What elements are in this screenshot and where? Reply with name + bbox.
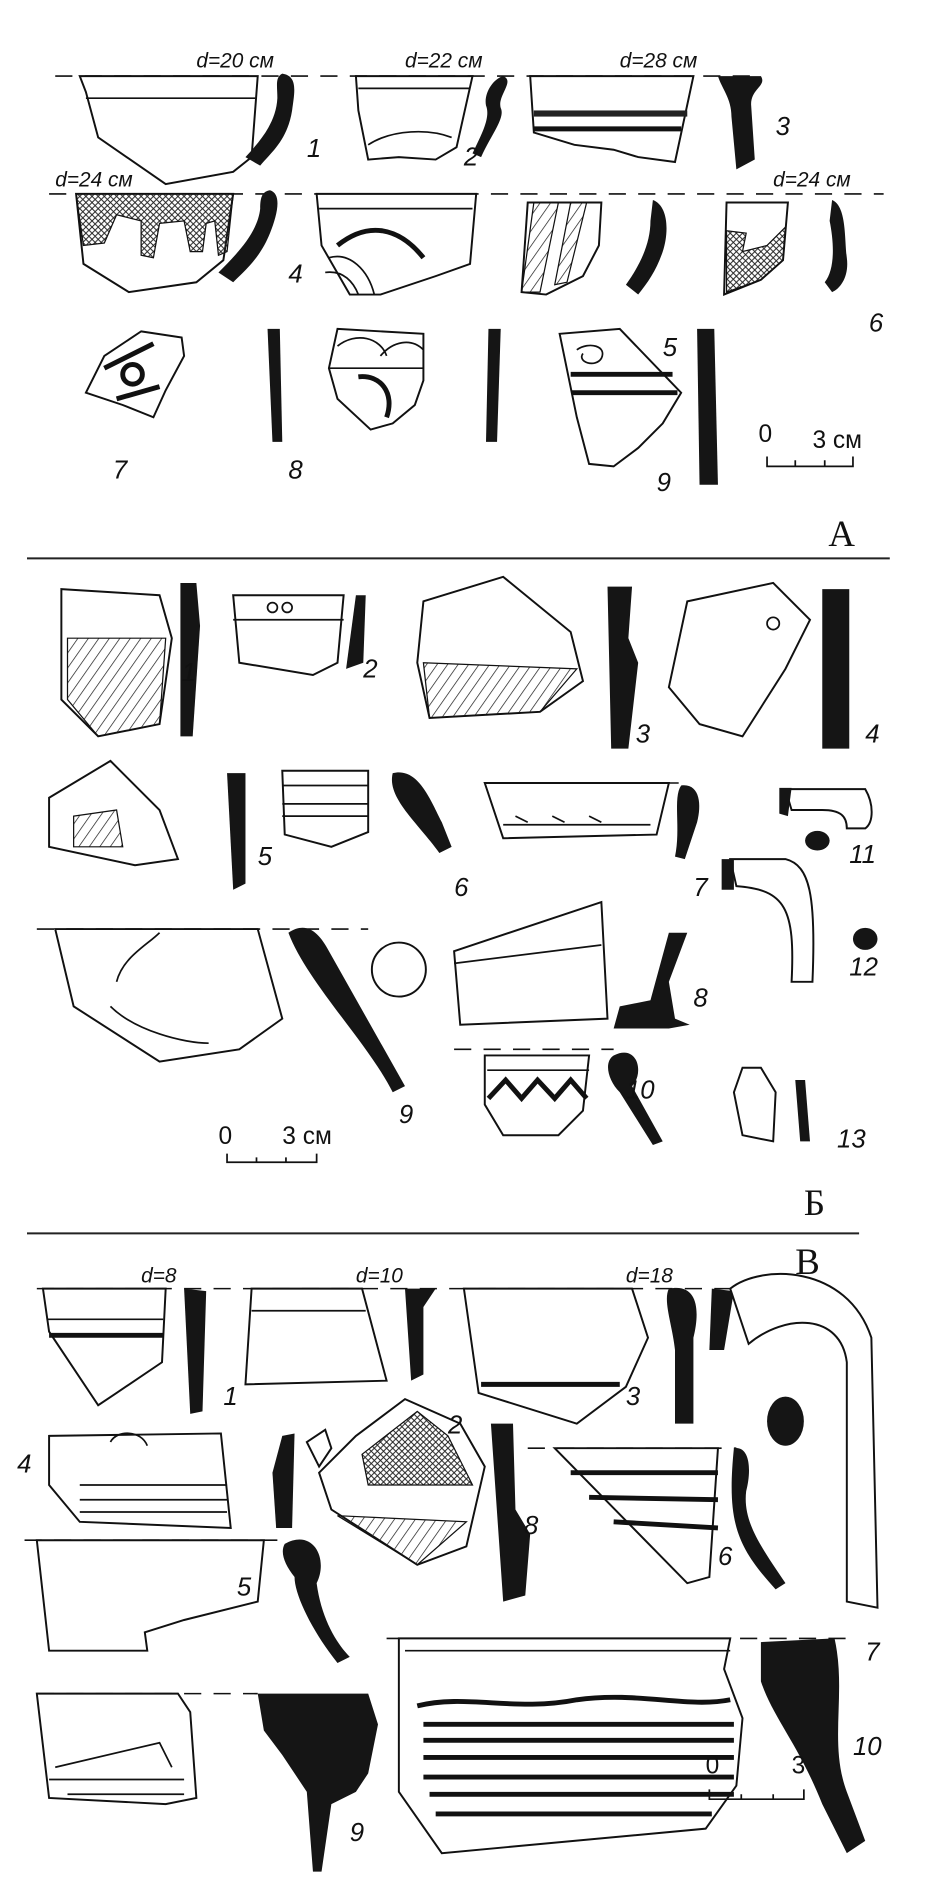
- scale-bar: 0 3 см: [218, 1123, 332, 1164]
- figure-number: 7: [865, 1639, 881, 1667]
- figure-number: 3: [636, 721, 651, 749]
- sherd-a5-bowl: [315, 192, 478, 296]
- figure-number: 3: [776, 113, 791, 141]
- diameter-label: d=8: [141, 1265, 177, 1288]
- scale-zero: 0: [758, 421, 772, 448]
- diameter-label: d=24 см: [773, 169, 851, 192]
- figure-number: 6: [869, 309, 884, 337]
- figure-number: 4: [17, 1451, 31, 1479]
- figure-number: 13: [837, 1126, 866, 1154]
- scale-bar: 0 3 см: [758, 421, 862, 468]
- figure-number: 4: [865, 721, 879, 749]
- scale-bar: 0 3: [706, 1752, 806, 1801]
- figure-number: 10: [853, 1733, 882, 1761]
- figure-number: 12: [849, 954, 878, 982]
- figure-number: 1: [223, 1383, 237, 1411]
- figure-number: 5: [237, 1573, 252, 1601]
- sherd-a5: [520, 200, 667, 296]
- sherd-a3: [529, 75, 763, 170]
- scale-zero: 0: [218, 1123, 232, 1150]
- panel-letter: А: [828, 513, 855, 554]
- figure-number: 11: [849, 841, 876, 869]
- figure-number: 9: [350, 1819, 364, 1847]
- panel-v: В: [17, 1241, 882, 1872]
- sherd-a2: [354, 75, 508, 161]
- diameter-label: d=18: [626, 1265, 673, 1288]
- figure-number: 8: [693, 984, 708, 1012]
- figure-number: 1: [182, 659, 196, 687]
- sherd-a8: [327, 327, 501, 442]
- diameter-label: d=20 см: [196, 50, 274, 73]
- figure-number: 9: [657, 469, 671, 497]
- scale-end: 3 см: [282, 1123, 332, 1150]
- figure-number: 5: [663, 334, 678, 362]
- sherd-a1: [78, 73, 295, 186]
- scale-zero: 0: [706, 1752, 720, 1779]
- figure-number: 1: [307, 135, 321, 163]
- figure-number: 2: [362, 655, 377, 683]
- sherd-a7: [84, 328, 283, 442]
- figure-number: 8: [288, 457, 303, 485]
- figure-number: 6: [718, 1543, 733, 1571]
- sherd-a9: [558, 327, 718, 485]
- figure-number: 2: [447, 1411, 462, 1439]
- diameter-label: d=28 см: [620, 50, 698, 73]
- figure-number: 8: [524, 1512, 539, 1540]
- figure-number: 2: [463, 144, 478, 172]
- diameter-label: d=10: [356, 1265, 403, 1288]
- figure-number: 3: [626, 1383, 641, 1411]
- figure-number: 7: [693, 874, 709, 902]
- figure-number: 6: [454, 874, 469, 902]
- scale-end: 3: [792, 1752, 806, 1779]
- sherd-a4: [75, 190, 278, 294]
- diameter-label: d=22 см: [405, 50, 483, 73]
- figure-number: 7: [113, 457, 129, 485]
- sherd-a6: [723, 200, 848, 297]
- figure-number: 9: [399, 1101, 413, 1129]
- panel-a: d=20 см d=22 см d=28 см d=24 см d=24 см …: [27, 50, 890, 560]
- scale-end: 3 см: [812, 427, 862, 454]
- figure-number: 4: [288, 260, 302, 288]
- figure-number: 10: [626, 1076, 655, 1104]
- figure-number: 5: [258, 843, 273, 871]
- diameter-label: d=24 см: [55, 169, 133, 192]
- panel-b: 1 2 3 4 5 6 7 8 9 10 11 12 13 0 3 см Б: [27, 575, 880, 1235]
- panel-letter: Б: [804, 1182, 825, 1223]
